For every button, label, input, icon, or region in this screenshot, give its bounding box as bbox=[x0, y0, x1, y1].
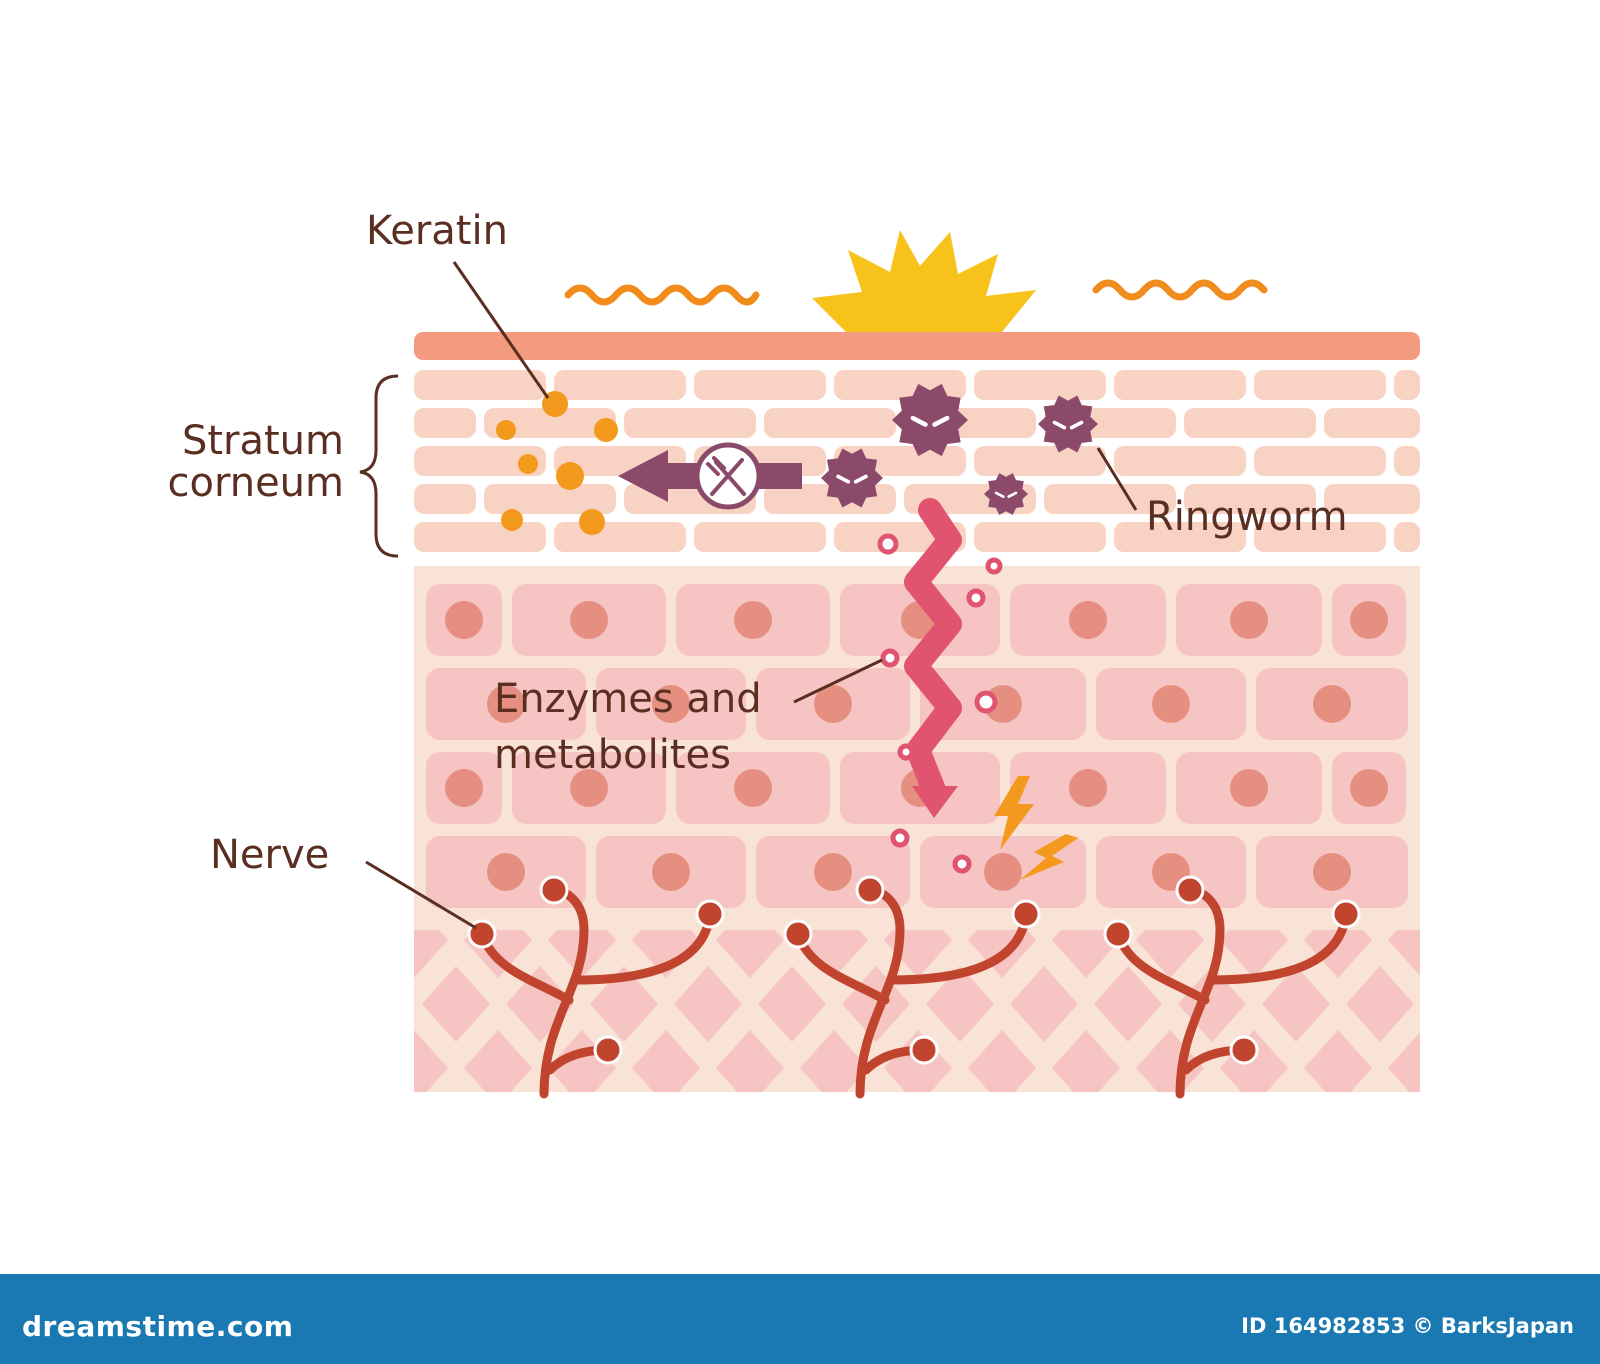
nerve-label: Nerve bbox=[210, 832, 330, 878]
heat-wave-icon bbox=[1092, 279, 1268, 301]
enzymes-label-line1: Enzymes and bbox=[494, 676, 762, 722]
stratum-corneum-label-line2: corneum bbox=[167, 460, 344, 506]
keratin-particles bbox=[496, 391, 618, 535]
enzymes-label-line2: metabolites bbox=[494, 732, 731, 778]
sun-icon bbox=[812, 230, 1036, 332]
site-logo[interactable]: dreamstime.com bbox=[22, 1310, 294, 1343]
skin-surface bbox=[414, 332, 1420, 360]
ringworm-label: Ringworm bbox=[1146, 494, 1348, 540]
enzyme-particles bbox=[877, 533, 1003, 874]
heat-wave-icon bbox=[564, 284, 760, 306]
nerve-fibers bbox=[467, 875, 1361, 1099]
lightning-icon bbox=[994, 776, 1078, 880]
digesting-arrow bbox=[618, 442, 802, 510]
stratum-corneum-label-line1: Stratum bbox=[181, 418, 344, 464]
fork-knife-icon bbox=[706, 456, 746, 496]
keratin-label: Keratin bbox=[366, 208, 508, 254]
image-credit: ID 164982853 © BarksJapan bbox=[1241, 1314, 1574, 1338]
dermis-layer bbox=[414, 930, 1420, 1092]
stratum-brace bbox=[359, 374, 399, 558]
ringworm-organisms bbox=[821, 383, 1098, 515]
enzyme-arrow bbox=[904, 498, 962, 818]
footer: dreamstime.com ID 164982853 © BarksJapan bbox=[0, 1274, 1600, 1364]
leader-lines bbox=[365, 261, 1138, 930]
